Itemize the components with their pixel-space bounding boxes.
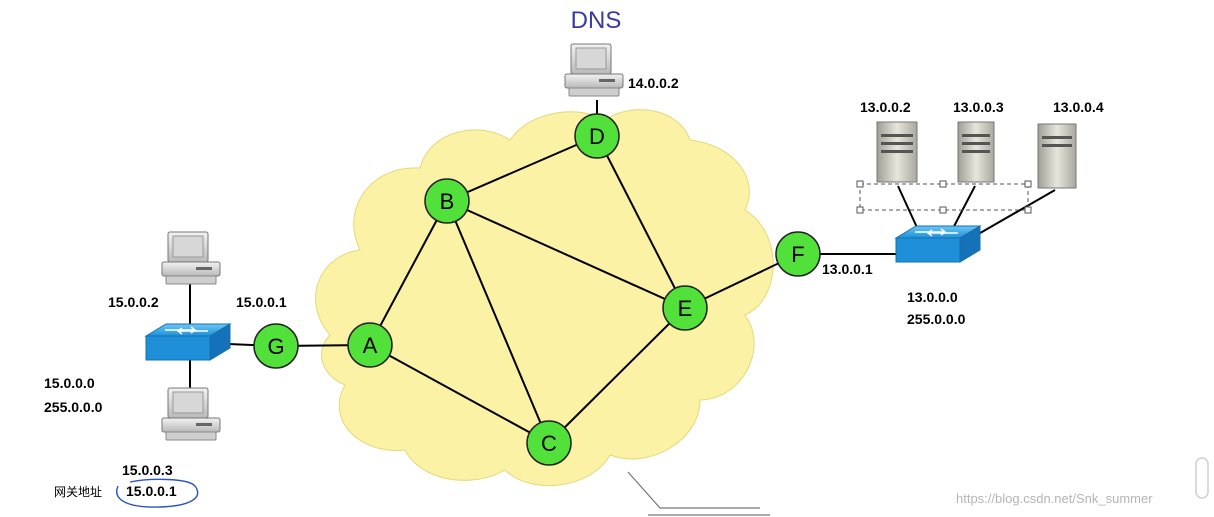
server-icon-3[interactable] — [1037, 123, 1077, 189]
link-switch-srv3 — [967, 189, 1056, 241]
link-a-b — [369, 200, 448, 346]
server-2-ip: 13.0.0.3 — [953, 99, 1004, 115]
router-a-label: A — [363, 333, 378, 358]
router-f-label: F — [791, 242, 804, 267]
dns-title: DNS — [571, 7, 622, 34]
router-e[interactable]: E — [662, 285, 708, 331]
router-c-label: C — [541, 431, 557, 456]
cloud-connector-line — [627, 471, 770, 516]
left-switch-icon[interactable] — [144, 323, 232, 361]
right-switch-icon[interactable] — [894, 225, 982, 263]
gateway-ip: 15.0.0.1 — [126, 483, 177, 499]
dns-computer-icon[interactable] — [564, 43, 624, 97]
server-icon-1[interactable] — [876, 121, 918, 183]
scroll-handle[interactable] — [1195, 457, 1209, 499]
server-icon-2[interactable] — [957, 121, 995, 183]
left-top-computer-icon[interactable] — [161, 231, 221, 285]
gateway-label: 网关地址 — [54, 485, 102, 499]
dns-ip-label: 14.0.0.2 — [628, 75, 679, 91]
watermark-text: https://blog.csdn.net/Snk_summer — [956, 491, 1153, 506]
link-b-c — [446, 200, 550, 444]
router-b-label: B — [440, 189, 455, 214]
left-router-ip: 15.0.0.1 — [236, 294, 287, 310]
left-bottom-computer-icon[interactable] — [161, 387, 221, 441]
left-network-addr: 15.0.0.0 — [44, 375, 95, 391]
router-g[interactable]: G — [253, 323, 299, 369]
right-network-addr: 13.0.0.0 — [907, 289, 958, 305]
router-f[interactable]: F — [775, 231, 821, 277]
router-e-label: E — [678, 296, 693, 321]
router-a[interactable]: A — [347, 322, 393, 368]
link-c-e — [548, 307, 686, 444]
server-3-ip: 13.0.0.4 — [1053, 99, 1104, 115]
right-network-mask: 255.0.0.0 — [907, 311, 966, 327]
left-top-host-ip: 15.0.0.2 — [108, 294, 159, 310]
link-b-e — [446, 200, 686, 309]
router-c[interactable]: C — [526, 420, 572, 466]
left-bottom-host-ip: 15.0.0.3 — [122, 462, 173, 478]
selection-box — [856, 180, 1032, 214]
router-d-label: D — [589, 124, 605, 149]
gateway-annotation-circle — [116, 478, 199, 508]
left-network-mask: 255.0.0.0 — [44, 399, 103, 415]
router-g-label: G — [267, 334, 284, 359]
router-b[interactable]: B — [424, 178, 470, 224]
right-router-ip: 13.0.0.1 — [822, 261, 873, 277]
link-b-d — [446, 135, 598, 202]
router-d[interactable]: D — [574, 113, 620, 159]
link-d-e — [596, 135, 686, 309]
server-1-ip: 13.0.0.2 — [860, 99, 911, 115]
link-a-c — [369, 344, 550, 444]
